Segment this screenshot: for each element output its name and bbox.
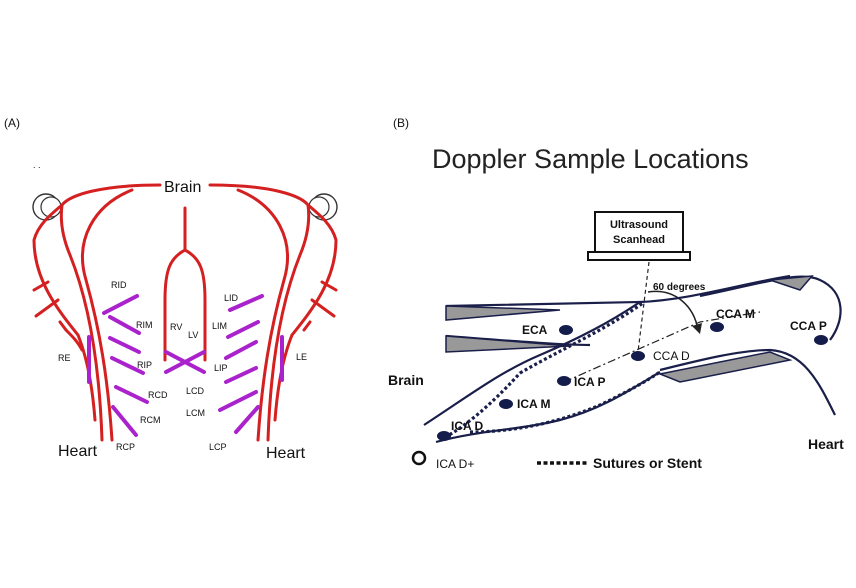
probe-le-label: LE	[296, 352, 307, 362]
probe-rcp-bar	[111, 405, 138, 437]
angle-arc	[647, 290, 699, 331]
panel-b-tag: (B)	[393, 116, 409, 130]
centerline	[563, 311, 761, 383]
beam-line	[637, 261, 650, 353]
ica-m-dot	[499, 399, 513, 409]
eca-dot	[559, 325, 573, 335]
heart-label-b: Heart	[808, 436, 844, 452]
angle-arrow-icon	[692, 323, 702, 334]
cca-vessel	[657, 275, 842, 416]
right-eye-icon	[308, 193, 338, 221]
probe-cross-b-bar	[164, 350, 206, 374]
left-eye-icon	[32, 193, 62, 221]
probe-rim2-bar	[108, 336, 141, 354]
left-vessel-tree	[32, 183, 162, 442]
probe-rcp-label: RCP	[116, 442, 135, 452]
probe-rip-label: RIP	[137, 360, 152, 370]
probe-lcm-label: LCM	[186, 408, 205, 418]
scanhead-label-2: Scanhead	[613, 234, 665, 246]
probe-rim-label: RIM	[136, 320, 153, 330]
panel-a-tag: (A)	[4, 116, 20, 130]
stray-mark: . .	[33, 160, 41, 170]
probe-rip-bar	[110, 356, 145, 375]
ica-vessel	[423, 301, 761, 444]
probe-rcm-label: RCM	[140, 415, 161, 425]
angle-label: 60 degrees	[653, 282, 706, 293]
cca-m-label: CCA M	[716, 307, 755, 321]
probe-lcd-label: LCD	[186, 386, 205, 396]
probe-rcm-bar	[114, 385, 149, 404]
ica-d-label: ICA D	[451, 419, 484, 433]
legend: Sutures or Stent	[537, 455, 702, 471]
cca-m-dot	[710, 322, 724, 332]
probe-lcp-label: LCP	[209, 442, 227, 452]
probe-rcd-label: RCD	[148, 390, 168, 400]
sample-dots	[411, 322, 828, 466]
right-vessel-tree	[208, 183, 338, 442]
probe-lid-bar	[228, 294, 264, 312]
probe-lim2-bar	[224, 340, 258, 360]
probe-lid-label: LID	[224, 293, 239, 303]
eca-label: ECA	[522, 323, 548, 337]
probe-lv-label: LV	[188, 330, 198, 340]
brain-label-b: Brain	[388, 372, 424, 388]
panel-a: (A) . .	[4, 116, 338, 462]
probe-lcm-bar	[218, 390, 258, 412]
ica-p-dot	[557, 376, 571, 386]
heart-left-label: Heart	[58, 443, 98, 460]
ica-m-label: ICA M	[517, 397, 551, 411]
ica-p-label: ICA P	[574, 375, 606, 389]
probe-rid-label: RID	[111, 280, 127, 290]
heart-right-label: Heart	[266, 445, 306, 462]
diagram-title: Doppler Sample Locations	[432, 144, 749, 174]
probe-rid-bar	[102, 294, 139, 315]
ica-d-plus-label: ICA D+	[436, 457, 474, 471]
ica-d-plus-ring-icon	[411, 450, 427, 466]
probe-rv-label: RV	[170, 322, 182, 332]
panel-b: (B) Doppler Sample Locations Ultrasound …	[388, 116, 844, 471]
probe-lip-label: LIP	[214, 363, 228, 373]
scanhead-label-1: Ultrasound	[610, 219, 668, 231]
vertebral-vessels	[163, 206, 207, 362]
cca-p-dot	[814, 335, 828, 345]
probe-lcp-bar	[234, 405, 260, 434]
probe-bars	[87, 294, 284, 437]
probe-lip-bar	[224, 366, 258, 384]
legend-label: Sutures or Stent	[593, 455, 702, 471]
cca-d-dot	[631, 351, 645, 361]
probe-lim-bar	[226, 320, 260, 339]
ultrasound-scanhead: Ultrasound Scanhead	[587, 211, 691, 353]
cca-p-label: CCA P	[790, 319, 827, 333]
probe-rim-bar	[108, 315, 141, 335]
cca-d-label: CCA D	[653, 349, 690, 363]
ica-d-dot	[437, 431, 451, 441]
brain-label-a: Brain	[164, 179, 201, 196]
probe-re-label: RE	[58, 353, 71, 363]
probe-lim-label: LIM	[212, 321, 227, 331]
